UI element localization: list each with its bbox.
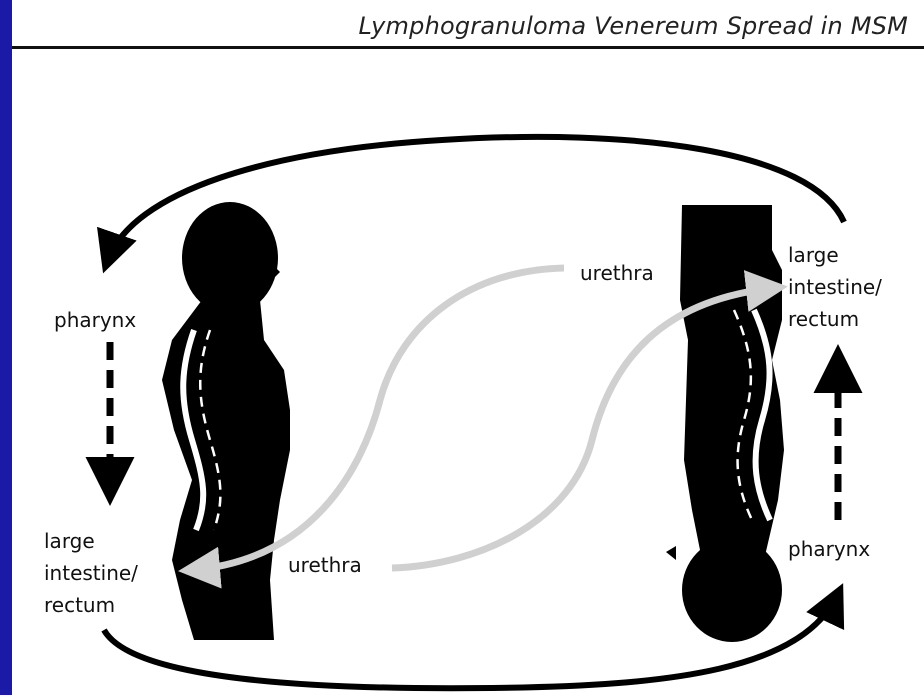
urethra-upper-label: urethra <box>580 261 654 285</box>
urethra-lower-label: urethra <box>288 553 362 577</box>
lgv-diagram: pharynx large intestine/ rectum urethra … <box>12 0 924 695</box>
left-pharynx-label: pharynx <box>54 308 136 332</box>
right-person-silhouette <box>666 205 784 642</box>
slide-panel: Lymphogranuloma Venereum Spread in MSM <box>12 0 924 695</box>
left-person-silhouette <box>162 202 290 640</box>
right-pharynx-label: pharynx <box>788 537 870 561</box>
left-rectum-label: large intestine/ rectum <box>44 529 144 617</box>
right-rectum-label: large intestine/ rectum <box>788 243 888 331</box>
